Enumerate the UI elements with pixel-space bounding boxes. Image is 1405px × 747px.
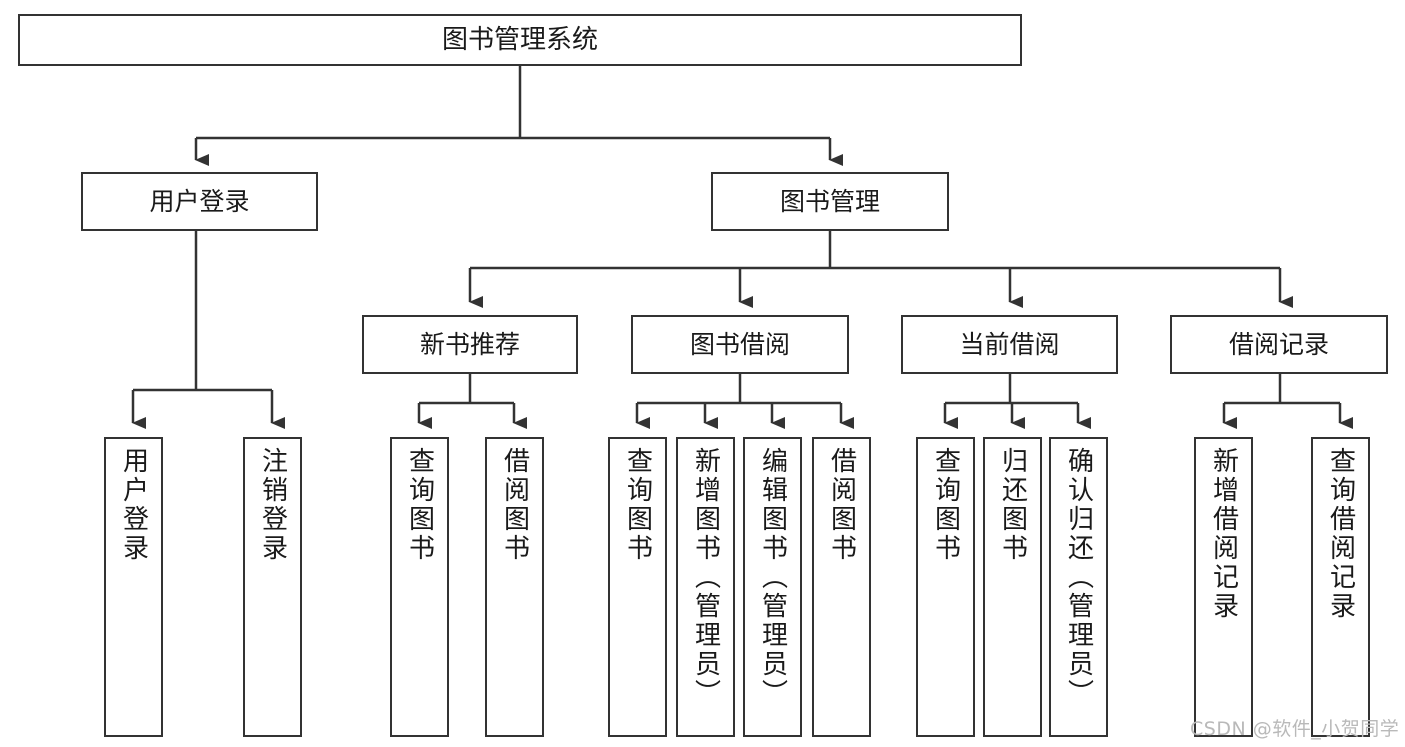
node-borrow-record-label: 借阅记录 bbox=[1228, 329, 1329, 359]
csdn-watermark: CSDN @软件_小贺同学 bbox=[1190, 718, 1400, 740]
leaf-query-book-2-label: 查询图书 bbox=[622, 447, 653, 563]
leaf-borrow-book-2-label: 借阅图书 bbox=[826, 447, 857, 563]
leaf-add-book[interactable]: 新增图书（管理员） bbox=[676, 437, 735, 737]
leaf-query-record-label: 查询借阅记录 bbox=[1325, 447, 1356, 621]
leaf-borrow-book-2[interactable]: 借阅图书 bbox=[812, 437, 871, 737]
leaf-borrow-book-1-label: 借阅图书 bbox=[499, 447, 530, 563]
leaf-confirm-return-label: 确认归还（管理员） bbox=[1063, 447, 1094, 708]
node-book-manage-label: 图书管理 bbox=[779, 186, 880, 216]
leaf-edit-book-label: 编辑图书（管理员） bbox=[757, 447, 788, 708]
leaf-query-book-3-label: 查询图书 bbox=[930, 447, 961, 563]
leaf-user-logout-label: 注销登录 bbox=[257, 447, 288, 563]
node-new-book-rec[interactable]: 新书推荐 bbox=[362, 315, 578, 374]
node-book-borrow[interactable]: 图书借阅 bbox=[631, 315, 849, 374]
leaf-borrow-book-1[interactable]: 借阅图书 bbox=[485, 437, 544, 737]
leaf-confirm-return[interactable]: 确认归还（管理员） bbox=[1049, 437, 1108, 737]
leaf-user-login[interactable]: 用户登录 bbox=[104, 437, 163, 737]
leaf-query-record[interactable]: 查询借阅记录 bbox=[1311, 437, 1370, 737]
leaf-return-book[interactable]: 归还图书 bbox=[983, 437, 1042, 737]
node-user-login[interactable]: 用户登录 bbox=[81, 172, 318, 231]
node-borrow-record[interactable]: 借阅记录 bbox=[1170, 315, 1388, 374]
leaf-add-record[interactable]: 新增借阅记录 bbox=[1194, 437, 1253, 737]
leaf-edit-book[interactable]: 编辑图书（管理员） bbox=[743, 437, 802, 737]
node-book-borrow-label: 图书借阅 bbox=[689, 329, 790, 359]
leaf-query-book-2[interactable]: 查询图书 bbox=[608, 437, 667, 737]
node-root[interactable]: 图书管理系统 bbox=[18, 14, 1022, 66]
node-user-login-label: 用户登录 bbox=[149, 186, 250, 216]
leaf-query-book-1[interactable]: 查询图书 bbox=[390, 437, 449, 737]
leaf-query-book-3[interactable]: 查询图书 bbox=[916, 437, 975, 737]
leaf-add-book-label: 新增图书（管理员） bbox=[690, 447, 721, 708]
node-current-borrow[interactable]: 当前借阅 bbox=[901, 315, 1118, 374]
node-current-borrow-label: 当前借阅 bbox=[959, 329, 1060, 359]
node-new-book-rec-label: 新书推荐 bbox=[419, 329, 520, 359]
leaf-add-record-label: 新增借阅记录 bbox=[1208, 447, 1239, 621]
leaf-return-book-label: 归还图书 bbox=[997, 447, 1028, 563]
leaf-user-login-label: 用户登录 bbox=[118, 447, 149, 563]
node-root-label: 图书管理系统 bbox=[441, 24, 598, 55]
node-book-manage[interactable]: 图书管理 bbox=[711, 172, 949, 231]
leaf-query-book-1-label: 查询图书 bbox=[404, 447, 435, 563]
leaf-user-logout[interactable]: 注销登录 bbox=[243, 437, 302, 737]
